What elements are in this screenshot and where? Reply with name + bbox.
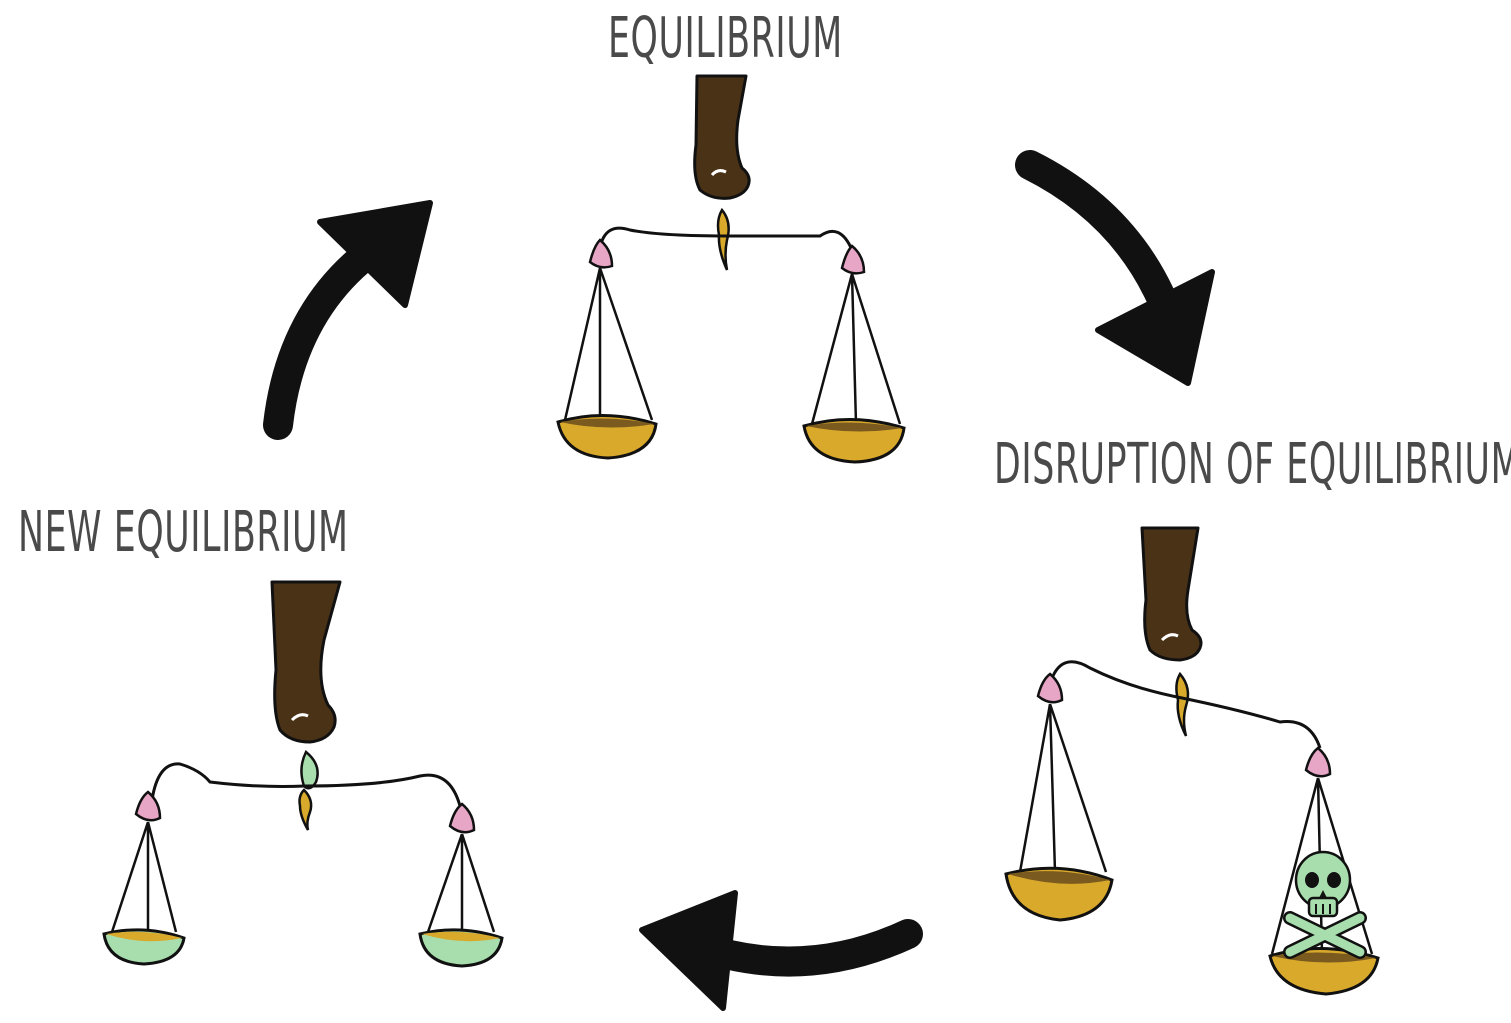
stage-label-disruption: DISRUPTION OF EQUILIBRIUM	[994, 432, 1511, 497]
hand-icon	[693, 74, 751, 200]
scale-icon-new-equilibrium	[102, 580, 504, 968]
hook	[588, 238, 614, 269]
hook	[840, 244, 866, 275]
stage-label-new-equilibrium: NEW EQUILIBRIUM	[18, 500, 349, 565]
hook	[1304, 746, 1332, 778]
cycle-arrow-icon-left	[263, 200, 433, 440]
cycle-arrow-icon-bottom	[639, 890, 923, 1011]
cycle-arrow-icon-top-right	[1015, 150, 1215, 386]
skull-crossbones-icon	[1283, 850, 1367, 959]
hook	[1036, 672, 1064, 704]
hand-icon	[1140, 526, 1203, 662]
scale-icon-equilibrium	[556, 74, 906, 464]
hand-icon	[270, 580, 342, 744]
stage-label-equilibrium: EQUILIBRIUM	[608, 6, 843, 71]
scale-icon-disruption	[1004, 526, 1380, 996]
hook	[134, 790, 162, 822]
hook	[448, 802, 476, 834]
